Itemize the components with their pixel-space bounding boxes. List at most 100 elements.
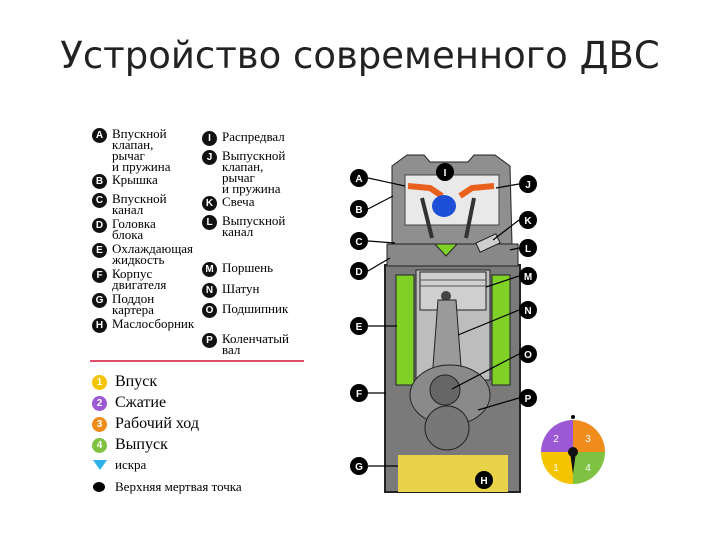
stroke-label-intake: Впуск [115,373,158,390]
stroke-badge-1: 1 [92,374,107,390]
piston-pin [441,291,451,301]
legend-text-a: Впускной клапан, рычаг и пружина [112,126,171,174]
callout-i: I [444,168,447,179]
legend-text-p: Коленчатый вал [222,331,289,357]
wheel-pointer [570,452,576,474]
legend-divider [90,360,304,362]
badge-d: D [92,218,107,233]
intake-rocker [407,183,444,199]
callout-n: N [524,306,531,317]
legend-text-i: Распредвал [222,129,285,144]
badge-g: G [92,293,107,308]
badge-n: N [202,283,217,298]
legend-item-p: P Коленчатый вал [202,331,289,357]
stroke-item-power: 3 Рабочий ход [92,415,199,433]
wheel-label-1: 1 [553,463,559,474]
badge-e: E [92,243,107,258]
tdc-legend: Верхняя мертвая точка [92,479,242,495]
badge-o: O [202,303,217,318]
piston [419,271,487,311]
spark-triangle-icon [93,460,107,470]
legend-text-k: Свеча [222,194,255,209]
legend-text-c: Впускной канал [112,191,167,217]
legend-item-o: O Подшипник [202,301,289,318]
legend-item-i: I Распредвал [202,129,285,146]
spark-legend: искра [92,457,146,473]
badge-k: K [202,196,217,211]
legend-item-h: H Маслосборник [92,316,195,333]
callout-e: E [356,322,363,333]
stroke-item-compression: 2 Сжатие [92,394,166,412]
badge-i: I [202,131,217,146]
callout-f: F [356,389,362,400]
right-callouts: J K L M N O P [519,175,537,407]
wheel-segment-3 [573,420,605,452]
legend-text-f: Корпус двигателя [112,266,167,292]
legend-text-e: Охлаждающая жидкость [112,241,193,267]
combustion-chamber [418,227,474,257]
badge-c: C [92,193,107,208]
wheel-segment-1 [541,452,573,484]
callout-h-circle [475,471,493,489]
callout-g: G [355,462,363,473]
stroke-badge-3: 3 [92,416,107,432]
callout-b: B [355,205,362,216]
badge-j: J [202,150,217,165]
badge-p: P [202,333,217,348]
coolant-left [395,274,415,386]
callout-p: P [525,394,532,405]
valve-cover [391,154,513,245]
cylinder-head [386,243,519,267]
stroke-badge-4: 4 [92,437,107,453]
callout-o: O [524,350,532,361]
badge-b: B [92,174,107,189]
cycle-wheel: 2 3 1 4 [541,415,605,484]
connecting-rod [431,299,463,381]
crank-counterweight [424,405,470,451]
callout-d: D [355,267,362,278]
callout-k: K [524,216,532,227]
badge-f: F [92,268,107,283]
exhaust-rocker [458,183,495,199]
legend-item-c: C Впускной канал [92,191,167,217]
wheel-label-4: 4 [585,463,591,474]
fuel-mix [432,195,456,217]
callout-i-circle [436,163,454,181]
right-leaders [451,183,520,411]
callout-h: H [480,476,487,487]
legend-text-g: Поддон картера [112,291,155,317]
callout-l: L [525,244,531,255]
badge-m: M [202,262,217,277]
legend-item-b: B Крышка [92,173,158,189]
legend-text-j: Выпускной клапан, рычаг и пружина [222,148,286,196]
badge-h: H [92,318,107,333]
spark-plug [475,233,501,253]
legend-item-j: J Выпускной клапан, рычаг и пружина [202,148,286,196]
legend-item-n: N Шатун [202,282,260,298]
legend-item-k: K Свеча [202,194,255,211]
callout-m: M [524,272,532,283]
bearing [429,374,461,406]
stroke-label-compression: Сжатие [115,394,167,411]
legend-text-m: Поршень [222,260,274,275]
legend-text-d: Головка блока [112,216,156,242]
stroke-item-exhaust: 4 Выпуск [92,436,168,454]
wheel-label-3: 3 [585,434,591,445]
legend-item-d: D Головка блока [92,216,156,242]
coolant-right [491,274,511,386]
badge-l: L [202,215,217,230]
page-title: Устройство современного ДВС [60,34,660,77]
spark-label: искра [115,457,147,472]
wheel-segment-4 [573,452,605,484]
stroke-label-exhaust: Выпуск [115,436,168,453]
legend-item-m: M Поршень [202,260,274,277]
legend-text-l: Выпускной канал [222,213,286,239]
tdc-label: Верхняя мертвая точка [115,479,242,494]
legend-item-a: A Впускной клапан, рычаг и пружина [92,126,171,174]
legend-item-f: F Корпус двигателя [92,266,167,292]
wheel-label-2: 2 [553,434,559,445]
legend-item-e: E Охлаждающая жидкость [92,241,193,267]
legend-text-o: Подшипник [222,301,289,316]
legend-text-h: Маслосборник [112,316,195,331]
stroke-label-power: Рабочий ход [115,415,199,432]
